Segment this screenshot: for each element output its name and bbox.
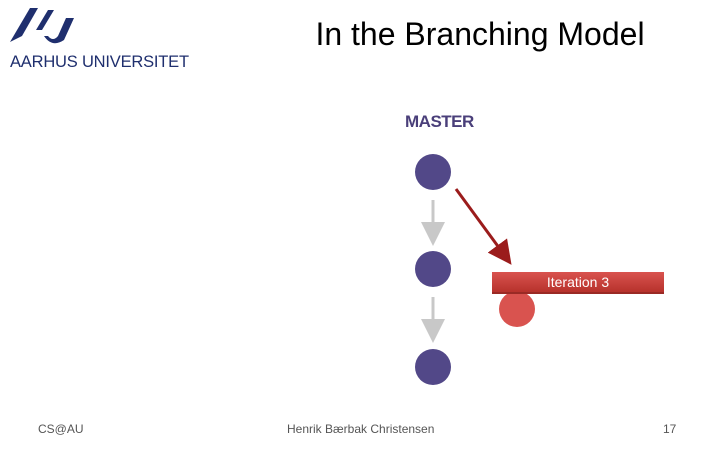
branch-arrow (454, 188, 512, 265)
footer-author: Henrik Bærbak Christensen (287, 422, 435, 436)
master-label: MASTER (405, 112, 474, 131)
footer-course: CS@AU (38, 422, 84, 436)
slide-title: In the Branching Model (315, 16, 645, 52)
branch-commit (499, 291, 535, 327)
aarhus-university-logo-icon (10, 8, 74, 44)
iteration-label: Iteration 3 (492, 272, 664, 294)
logo-text: AARHUS UNIVERSITET (10, 53, 189, 71)
master-commit-3 (415, 349, 451, 385)
page-number: 17 (663, 422, 677, 436)
master-commit-2 (415, 251, 451, 287)
master-commit-1 (415, 154, 451, 190)
